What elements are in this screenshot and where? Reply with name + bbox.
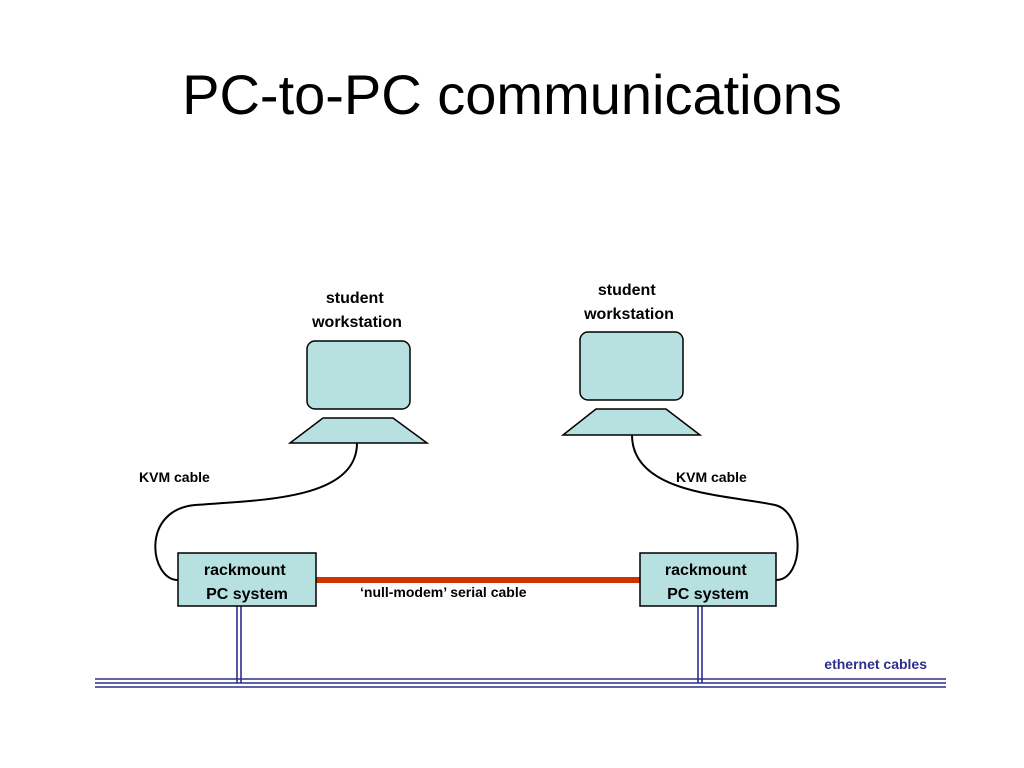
workstation-left-label: student workstation (311, 290, 402, 331)
keyboard-left (287, 417, 430, 444)
slide-title: PC-to-PC communications (182, 63, 842, 126)
workstation-right-label-line1: student (598, 282, 656, 299)
monitor-left (306, 340, 411, 410)
workstation-right (560, 331, 703, 436)
kvm-label-right: KVM cable (676, 469, 747, 485)
rackmount-right-label: rackmount PC system (665, 562, 751, 603)
monitor-right (579, 331, 684, 401)
rackmount-left (177, 552, 317, 607)
ethernet-backbone (95, 678, 946, 688)
ethernet-drop-left (236, 606, 242, 683)
kvm-cable-right (631, 434, 799, 581)
serial-cable-label: ‘null-modem’ serial cable (360, 584, 527, 600)
rackmount-right-label-line2: PC system (667, 586, 749, 603)
ethernet-drop-right (697, 606, 703, 683)
rackmount-right (639, 552, 777, 607)
kvm-cable-left (154, 442, 358, 581)
ethernet-label: ethernet cables (824, 656, 927, 672)
workstation-left (287, 340, 430, 444)
rackmount-left-label-line1: rackmount (204, 562, 286, 579)
workstation-left-label-line1: student (326, 290, 384, 307)
rackmount-left-label: rackmount PC system (204, 562, 290, 603)
workstation-right-label: student workstation (583, 282, 674, 323)
rackmount-left-label-line2: PC system (206, 586, 288, 603)
workstation-left-label-line2: workstation (311, 314, 402, 331)
workstation-right-label-line2: workstation (583, 306, 674, 323)
keyboard-right (560, 408, 703, 436)
kvm-label-left: KVM cable (139, 469, 210, 485)
rackmount-right-label-line1: rackmount (665, 562, 747, 579)
